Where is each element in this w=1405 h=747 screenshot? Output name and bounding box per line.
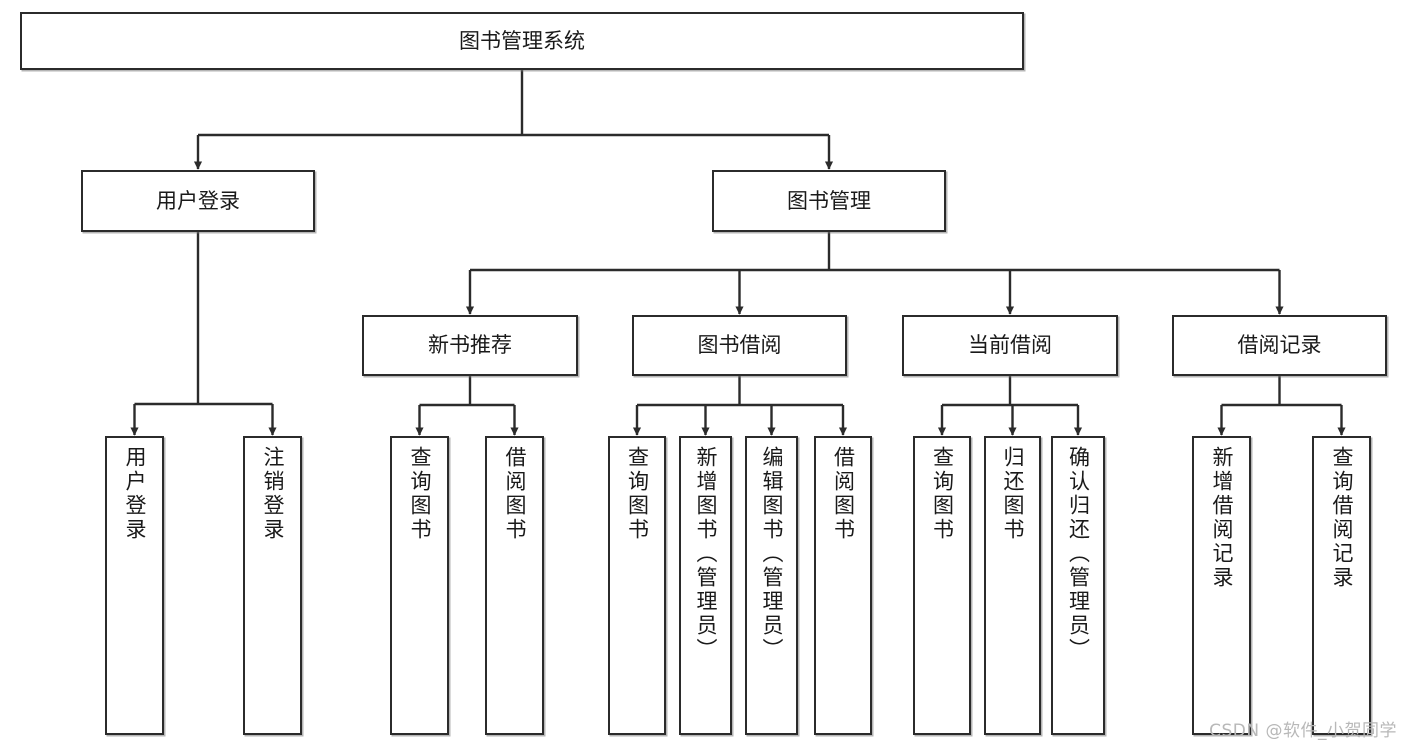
node-leaf-borrow-book-1: 借阅图书 — [485, 436, 544, 735]
node-label: 图书管理 — [787, 188, 871, 213]
node-label: 注销登录 — [261, 446, 285, 542]
node-label: 确认归还（管理员） — [1066, 446, 1091, 662]
node-leaf-logout: 注销登录 — [243, 436, 302, 735]
watermark-label: CSDN @软件_小贺同学 — [1209, 721, 1397, 741]
node-label: 新增借阅记录 — [1210, 446, 1234, 590]
node-label: 图书借阅 — [697, 333, 782, 358]
node-label: 图书管理系统 — [459, 28, 585, 53]
node-leaf-add-book: 新增图书（管理员） — [679, 436, 732, 735]
node-label: 用户登录 — [156, 188, 240, 213]
node-label: 查询图书 — [930, 446, 955, 542]
edge-lines — [130, 70, 1346, 436]
node-label: 归还图书 — [1001, 446, 1025, 542]
node-l2-book-mgmt: 图书管理 — [712, 170, 946, 232]
node-leaf-add-record: 新增借阅记录 — [1192, 436, 1251, 735]
node-label: 查询借阅记录 — [1330, 446, 1354, 590]
node-root: 图书管理系统 — [20, 12, 1024, 70]
node-l2-user-login: 用户登录 — [81, 170, 315, 232]
node-leaf-borrow-book-2: 借阅图书 — [814, 436, 872, 735]
node-label: 新增图书（管理员） — [694, 446, 718, 662]
node-leaf-return-book: 归还图书 — [984, 436, 1041, 735]
node-leaf-edit-book: 编辑图书（管理员） — [745, 436, 798, 735]
node-l3-current-borrow: 当前借阅 — [902, 315, 1118, 376]
node-leaf-query-book-2: 查询图书 — [608, 436, 666, 735]
node-label: 借阅图书 — [503, 446, 527, 542]
node-leaf-query-record: 查询借阅记录 — [1312, 436, 1371, 735]
node-label: 编辑图书（管理员） — [760, 446, 784, 662]
node-leaf-query-book-1: 查询图书 — [390, 436, 449, 735]
node-label: 借阅图书 — [831, 446, 856, 542]
node-l3-new-book-rec: 新书推荐 — [362, 315, 578, 376]
node-leaf-user-login: 用户登录 — [105, 436, 164, 735]
node-label: 查询图书 — [408, 446, 432, 542]
node-leaf-query-book-3: 查询图书 — [913, 436, 971, 735]
node-label: 用户登录 — [123, 446, 147, 542]
node-label: 当前借阅 — [968, 333, 1052, 358]
node-label: 借阅记录 — [1237, 333, 1322, 358]
node-leaf-confirm-return: 确认归还（管理员） — [1051, 436, 1105, 735]
node-l3-book-borrow: 图书借阅 — [632, 315, 847, 376]
node-label: 查询图书 — [625, 446, 650, 542]
node-label: 新书推荐 — [428, 333, 512, 358]
node-l3-borrow-record: 借阅记录 — [1172, 315, 1387, 376]
